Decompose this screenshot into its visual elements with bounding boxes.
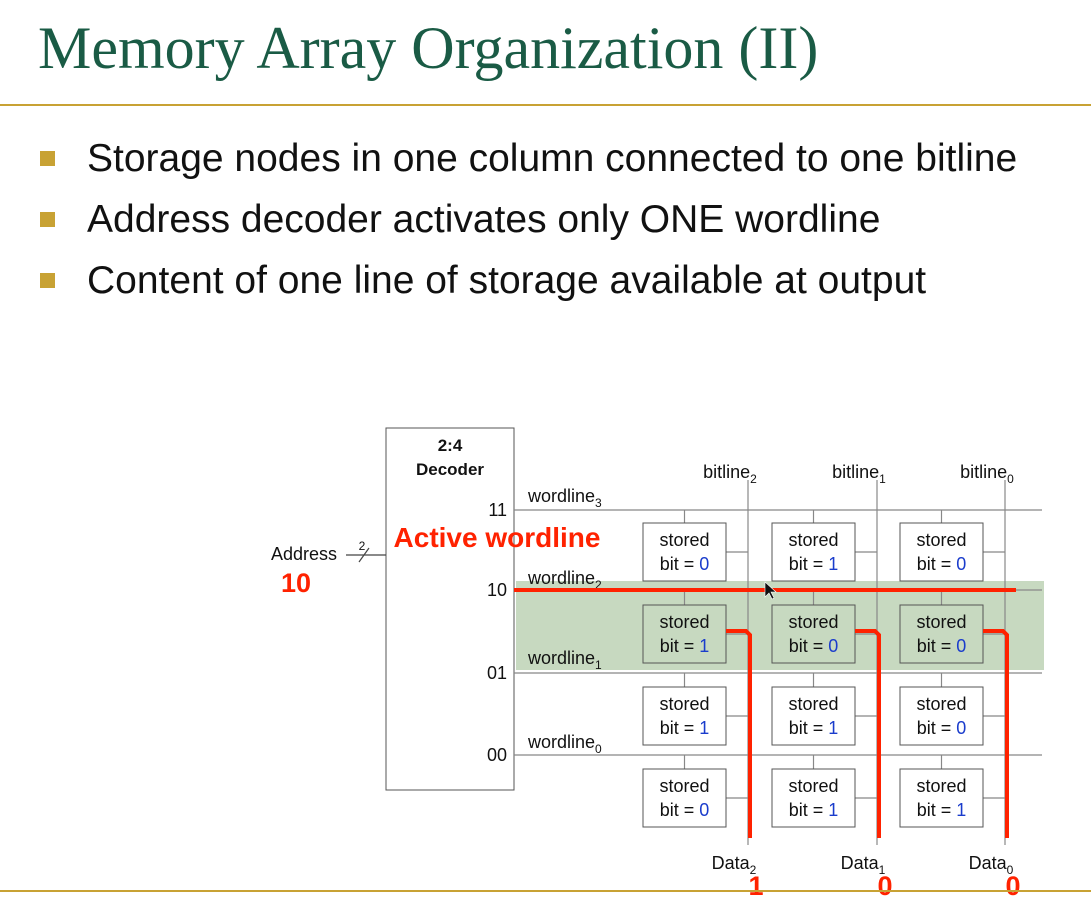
cell-stored-label: stored [788, 530, 838, 550]
cell-bit-value: bit = 0 [917, 636, 967, 656]
cell-stored-label: stored [916, 612, 966, 632]
cell-stored-label: stored [788, 612, 838, 632]
footer-divider [0, 890, 1091, 892]
data-output-value: 0 [877, 871, 892, 900]
cell-bit-value: bit = 0 [660, 554, 710, 574]
data-output-value: 1 [748, 871, 763, 900]
title-divider [0, 104, 1091, 106]
slide-title: Memory Array Organization (II) [38, 15, 819, 81]
decoder-label: 2:4 [438, 436, 463, 455]
decoder-output-label: 11 [488, 500, 507, 520]
cell-stored-label: stored [916, 694, 966, 714]
storage-cell [642, 604, 727, 664]
cell-stored-label: stored [659, 694, 709, 714]
bullet-item: Storage nodes in one column connected to… [40, 128, 1017, 189]
cell-bit-value: bit = 1 [660, 718, 710, 738]
storage-cell [771, 604, 856, 664]
bus-width-slash [358, 547, 370, 563]
storage-cell [642, 686, 727, 746]
cell-bit-value: bit = 0 [917, 718, 967, 738]
storage-cell [642, 768, 727, 828]
wordline-label: wordline3 [527, 486, 602, 510]
storage-cell [771, 768, 856, 828]
bullet-item: Address decoder activates only ONE wordl… [40, 189, 1017, 250]
storage-cell [642, 522, 727, 582]
cell-bit-value: bit = 0 [917, 554, 967, 574]
cell-bit-value: bit = 0 [660, 800, 710, 820]
address-label: Address [271, 544, 337, 564]
cell-bit-value: bit = 1 [660, 636, 710, 656]
bullet-text: Address decoder activates only ONE wordl… [87, 198, 881, 241]
storage-cell [899, 522, 984, 582]
cell-stored-label: stored [916, 776, 966, 796]
address-value: 10 [281, 568, 311, 598]
decoder-output-label: 00 [487, 745, 507, 765]
bullet-square-icon [40, 151, 55, 166]
decoder-label: Decoder [416, 460, 484, 479]
storage-cell [771, 522, 856, 582]
bullet-item: Content of one line of storage available… [40, 250, 1017, 311]
bitline-label: bitline1 [832, 462, 886, 486]
bitline-label: bitline0 [960, 462, 1014, 486]
cell-stored-label: stored [788, 776, 838, 796]
decoder-output-label: 10 [487, 580, 507, 600]
active-data-path [726, 629, 752, 838]
cell-stored-label: stored [788, 694, 838, 714]
active-wordline-label: Active wordline [394, 522, 601, 553]
cell-bit-value: bit = 1 [789, 554, 839, 574]
cell-stored-label: stored [659, 530, 709, 550]
cell-bit-value: bit = 1 [789, 718, 839, 738]
storage-cell [771, 686, 856, 746]
mouse-cursor-icon [764, 581, 777, 600]
address-width-label: 2 [359, 539, 366, 553]
wordline-label: wordline0 [527, 732, 602, 756]
bullet-text: Content of one line of storage available… [87, 259, 927, 302]
bitline-label: bitline2 [703, 462, 757, 486]
bullet-square-icon [40, 212, 55, 227]
bullet-square-icon [40, 273, 55, 288]
bullet-text: Storage nodes in one column connected to… [87, 137, 1018, 180]
cell-stored-label: stored [916, 530, 966, 550]
active-data-path [855, 629, 881, 838]
bullet-list: Storage nodes in one column connected to… [40, 128, 1017, 311]
storage-cell [899, 686, 984, 746]
storage-cell [899, 768, 984, 828]
cell-stored-label: stored [659, 776, 709, 796]
cell-bit-value: bit = 1 [917, 800, 967, 820]
decoder-output-label: 01 [487, 663, 507, 683]
active-data-path [983, 629, 1009, 838]
cell-bit-value: bit = 0 [789, 636, 839, 656]
cell-stored-label: stored [659, 612, 709, 632]
cell-bit-value: bit = 1 [789, 800, 839, 820]
decoder-box [385, 427, 515, 791]
storage-cell [899, 604, 984, 664]
data-output-value: 0 [1005, 871, 1020, 900]
